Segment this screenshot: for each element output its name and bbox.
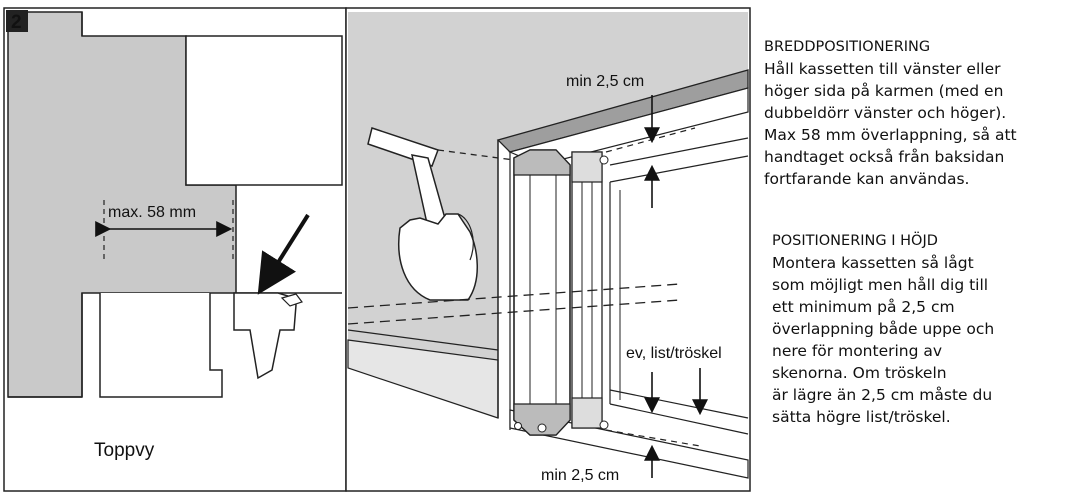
max-overlap-dimension-label: max. 58 mm [108,204,196,221]
height-text-line: skenorna. Om tröskeln [772,364,947,382]
height-text-line: sätta högre list/tröskel. [772,408,951,426]
top-gap-label: min 2,5 cm [566,73,644,90]
threshold-label: ev, list/tröskel [626,345,722,362]
top-view-panel [3,7,347,492]
bottom-gap-label: min 2,5 cm [541,467,619,484]
width-positioning-heading: BREDDPOSITIONERING [764,39,931,55]
front-view-panel [345,7,751,492]
height-text-line: Montera kassetten så lågt [772,254,974,272]
top-view-caption: Toppvy [94,440,155,461]
height-positioning-text: POSITIONERING I HÖJD Montera kassetten s… [772,230,994,428]
height-text-line: ett minimum på 2,5 cm [772,298,955,316]
hammer-hand-icon [367,127,515,301]
width-text-line: höger sida på karmen (med en [764,82,1004,100]
height-positioning-heading: POSITIONERING I HÖJD [772,233,938,249]
height-text-line: nere för montering av [772,342,943,360]
width-text-line: Håll kassetten till vänster eller [764,60,1001,78]
width-text-line: handtaget också från baksidan [764,148,1005,166]
width-text-line: fortfarande kan användas. [764,170,970,188]
step-number: 2 [11,12,22,33]
height-text-line: är lägre än 2,5 cm måste du [772,386,993,404]
height-text-line: överlappning både uppe och [772,320,995,338]
width-text-line: Max 58 mm överlappning, så att [764,126,1017,144]
width-text-line: dubbeldörr vänster och höger). [764,104,1007,122]
width-positioning-text: BREDDPOSITIONERING Håll kassetten till v… [764,36,1017,190]
height-text-line: som möjligt men håll dig till [772,276,989,294]
step-badge [6,10,28,32]
